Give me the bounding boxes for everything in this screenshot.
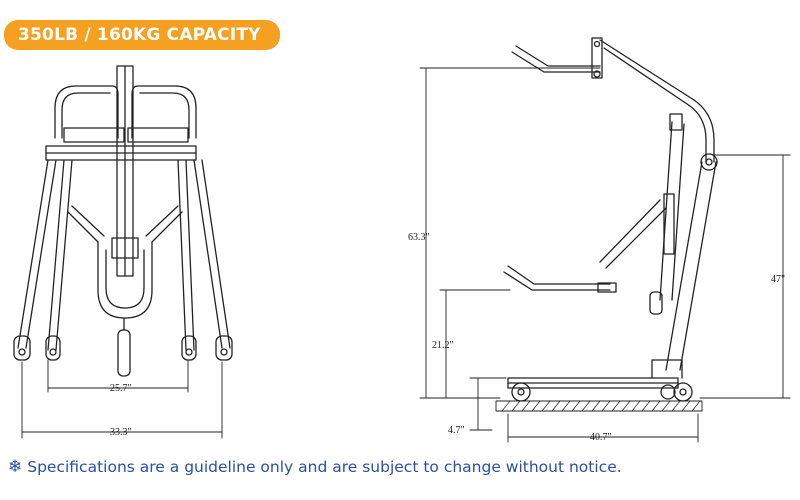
disclaimer: ❄ Specifications are a guideline only an… [8, 455, 622, 479]
front-left-leg-outer [17, 159, 57, 349]
side-view [503, 37, 718, 402]
side-actuator [659, 121, 685, 301]
front-right-leg-outer [193, 159, 231, 349]
side-mast [665, 161, 717, 371]
front-right-handle [131, 85, 197, 139]
capacity-badge: 350LB / 160KG CAPACITY [4, 20, 280, 50]
front-hand-control [117, 329, 131, 377]
dim-base-length: 40.7" [590, 432, 612, 443]
dim-cradle-height: 21.2" [432, 340, 454, 351]
capacity-badge-text: 350LB / 160KG CAPACITY [18, 25, 261, 45]
side-mast-pivot [700, 153, 718, 171]
side-lower-spreader [503, 265, 611, 291]
dim-outer-width: 33.3" [110, 427, 132, 438]
front-cradle [97, 241, 153, 319]
disclaimer-text: Specifications are a guideline only and … [27, 458, 622, 476]
dim-base-clearance: 4.7" [448, 425, 465, 436]
ground [495, 400, 703, 412]
side-top-spreader [511, 45, 601, 73]
side-boom [599, 39, 715, 163]
front-left-leg-inner [47, 159, 73, 351]
dim-inner-width: 25.7" [110, 383, 132, 394]
dim-total-height: 63.3" [408, 232, 430, 243]
front-view [13, 65, 233, 439]
front-right-leg-inner [177, 159, 195, 351]
side-front-wheel [673, 382, 693, 402]
side-rear-wheel [511, 382, 531, 402]
dim-boom-height: 47" [771, 274, 785, 285]
snowflake-icon: ❄ [8, 457, 23, 477]
front-left-handle [54, 85, 119, 139]
